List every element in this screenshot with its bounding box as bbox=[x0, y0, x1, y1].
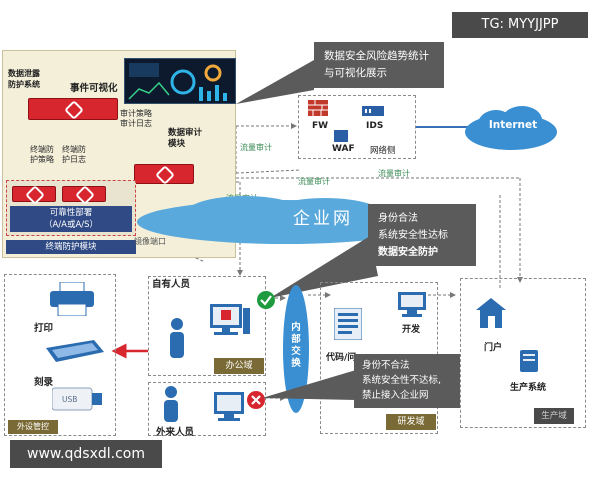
burner-icon bbox=[46, 340, 104, 362]
internal-exchange-shape bbox=[283, 285, 309, 413]
burn-label: 刻录 bbox=[34, 377, 54, 388]
ids-label: IDS bbox=[366, 121, 384, 131]
prod-tag: 生产域 bbox=[534, 408, 574, 424]
print-label: 打印 bbox=[34, 323, 54, 334]
peripheral-box bbox=[4, 274, 116, 436]
fw-label: FW bbox=[312, 121, 329, 131]
peripheral-tag: 外设管控 bbox=[8, 420, 58, 434]
firewall-icon bbox=[308, 100, 328, 116]
watermark-bottom: www.qdsxdl.com bbox=[10, 440, 162, 468]
deploy-label: 可靠性部署 （A/A或A/S） bbox=[10, 206, 132, 232]
callout-fail: 身份不合法 系统安全性不达标, 禁止接入企业网 bbox=[354, 354, 460, 408]
code-label: 代码/问 bbox=[326, 353, 357, 363]
enterprise-cloud-icon bbox=[137, 196, 433, 244]
enterprise-net-label: 企业网 bbox=[293, 209, 353, 229]
staff-person-icon bbox=[170, 318, 184, 358]
callout-pass-pointer bbox=[270, 236, 378, 298]
callout-top: 数据安全风险趋势统计 与可视化展示 bbox=[314, 42, 444, 88]
ids-device-icon bbox=[362, 106, 384, 116]
visitor-person-icon bbox=[164, 386, 178, 422]
dlp-title: 数据泄露 防护系统 bbox=[8, 69, 40, 89]
callout-fail-pointer bbox=[262, 370, 356, 400]
terminal-device-b bbox=[62, 186, 106, 202]
waf-label: WAF bbox=[332, 144, 355, 154]
portal-label: 门户 bbox=[484, 343, 503, 353]
dlp-server-device bbox=[28, 98, 118, 120]
visitor-label: 外来人员 bbox=[156, 427, 195, 438]
watermark-top: TG: MYYJJPP bbox=[452, 12, 588, 38]
portal-house-icon bbox=[476, 298, 506, 328]
visitor-computer-icon bbox=[214, 392, 244, 421]
printer-icon bbox=[50, 282, 94, 316]
code-document-icon bbox=[334, 308, 362, 340]
dashboard-thumbnail bbox=[124, 58, 236, 104]
office-domain-box bbox=[148, 276, 266, 376]
waf-device-icon bbox=[334, 130, 348, 142]
flow-audit-label: 流量审计 bbox=[378, 169, 410, 178]
develop-label: 开发 bbox=[402, 325, 421, 335]
prod-server-icon bbox=[520, 350, 538, 372]
terminal-log-label: 终端防 护日志 bbox=[62, 145, 86, 164]
own-staff-label: 自有人员 bbox=[152, 279, 191, 290]
check-ok-icon bbox=[257, 291, 275, 309]
prod-system-label: 生产系统 bbox=[510, 383, 547, 393]
terminal-strategy-label: 终端防 护策略 bbox=[30, 145, 54, 164]
network-side-box bbox=[298, 95, 416, 159]
dashboard-chart-icon bbox=[128, 63, 227, 101]
flow-audit-label: 流量审计 bbox=[298, 177, 330, 186]
mirror-port-label: 镜像端口 bbox=[134, 237, 166, 246]
flow-audit-label: 流量审计 bbox=[240, 143, 272, 152]
network-side-label: 网络侧 bbox=[370, 146, 396, 156]
deny-icon bbox=[247, 391, 265, 409]
db-audit-label: 数据审计 模块 bbox=[168, 128, 203, 149]
internal-exchange-label: 内 部 交 换 bbox=[291, 322, 301, 369]
internet-label: Internet bbox=[488, 119, 538, 131]
usb-drive-icon bbox=[52, 387, 102, 411]
office-tag: 办公域 bbox=[214, 358, 264, 374]
visitor-box bbox=[148, 382, 266, 436]
audit-strategy-label: 审计策略 审计日志 bbox=[120, 109, 152, 128]
terminal-module-label: 终端防护模块 bbox=[6, 240, 136, 254]
office-computer-icon bbox=[210, 304, 250, 335]
dev-tag: 研发域 bbox=[386, 414, 436, 430]
dev-computer-icon bbox=[398, 292, 426, 317]
prod-domain-box bbox=[460, 278, 586, 428]
internet-cloud-icon bbox=[465, 106, 557, 150]
usb-label: USB bbox=[62, 395, 78, 404]
db-audit-device bbox=[134, 164, 194, 184]
callout-top-pointer bbox=[236, 60, 314, 104]
callout-pass: 身份合法 系统安全性达标 数据安全防护 bbox=[368, 204, 476, 266]
terminal-device-a bbox=[12, 186, 56, 202]
event-viz-label: 事件可视化 bbox=[70, 83, 118, 94]
